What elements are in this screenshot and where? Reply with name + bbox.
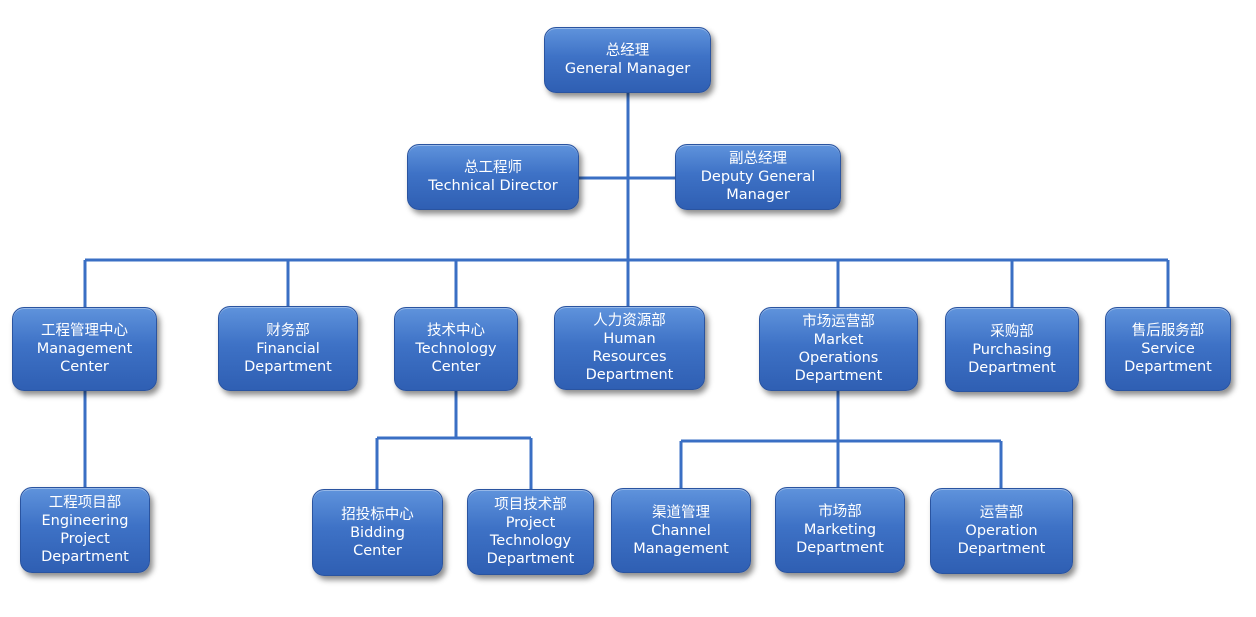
node-label-en: General Manager xyxy=(564,61,691,77)
node-label-en: Engineering xyxy=(41,513,129,529)
node-label-en: Bidding xyxy=(350,524,405,541)
node-label-zh: 技术中心 xyxy=(427,323,485,339)
node-label-en: Service xyxy=(1141,341,1195,357)
node-market-operations-department[interactable]: 市场运营部 Market Operations Department xyxy=(759,307,918,391)
node-operation-department[interactable]: 运营部 Operation Department xyxy=(930,488,1073,574)
node-project-technology-department[interactable]: 项目技术部 Project Technology Department xyxy=(467,489,594,575)
node-label-en: Project xyxy=(505,515,556,531)
node-management-center[interactable]: 工程管理中心 Management Center xyxy=(12,307,157,391)
node-label-zh: 招投标中心 xyxy=(341,506,414,523)
node-label-zh: 总工程师 xyxy=(464,160,522,176)
node-label-en: Center xyxy=(60,359,109,375)
node-label-en: Management xyxy=(36,341,133,357)
node-technical-director[interactable]: 总工程师 Technical Director xyxy=(407,144,579,210)
node-label-zh: 售后服务部 xyxy=(1131,323,1205,339)
node-deputy-general-manager[interactable]: 副总经理 Deputy General Manager xyxy=(675,144,841,210)
node-financial-department[interactable]: 财务部 Financial Department xyxy=(218,306,358,391)
node-label-zh: 总经理 xyxy=(605,43,650,59)
node-label-zh: 副总经理 xyxy=(729,151,787,167)
node-label-en: Financial xyxy=(256,340,320,357)
node-label-en: Marketing xyxy=(803,522,877,538)
node-label-zh: 财务部 xyxy=(266,322,310,339)
node-label-zh: 工程项目部 xyxy=(48,495,122,511)
node-label-en: Department xyxy=(794,368,883,384)
node-label-en: Department xyxy=(957,541,1046,557)
node-label-en: Center xyxy=(431,359,481,375)
node-channel-management[interactable]: 渠道管理 Channel Management xyxy=(611,488,751,573)
node-label-en: Deputy General xyxy=(700,169,816,185)
node-label-zh: 运营部 xyxy=(979,505,1024,521)
node-technology-center[interactable]: 技术中心 Technology Center xyxy=(394,307,518,391)
node-label-zh: 项目技术部 xyxy=(494,497,567,513)
node-label-zh: 市场运营部 xyxy=(802,314,875,330)
node-label-en: Operations xyxy=(798,350,879,366)
node-label-en: Operation xyxy=(965,523,1038,539)
node-marketing-department[interactable]: 市场部 Marketing Department xyxy=(775,487,905,573)
node-label-en: Department xyxy=(1124,359,1212,375)
node-human-resources-department[interactable]: 人力资源部 Human Resources Department xyxy=(554,306,705,390)
node-label-zh: 市场部 xyxy=(818,504,862,520)
node-label-zh: 采购部 xyxy=(990,323,1034,340)
node-label-zh: 人力资源部 xyxy=(593,313,666,329)
node-label-en: Management xyxy=(633,540,729,557)
node-engineering-project-department[interactable]: 工程项目部 Engineering Project Department xyxy=(20,487,150,573)
node-label-en: Human xyxy=(603,331,656,347)
node-label-en: Department xyxy=(244,358,332,375)
node-label-en: Channel xyxy=(651,522,711,539)
node-label-en: Technology xyxy=(489,533,572,549)
node-label-en: Center xyxy=(353,542,402,559)
node-label-en: Department xyxy=(585,367,674,383)
node-service-department[interactable]: 售后服务部 Service Department xyxy=(1105,307,1231,391)
node-purchasing-department[interactable]: 采购部 Purchasing Department xyxy=(945,307,1079,392)
node-general-manager[interactable]: 总经理 General Manager xyxy=(544,27,711,93)
node-label-en: Project xyxy=(60,531,110,547)
node-label-en: Department xyxy=(486,551,575,567)
node-label-en: Technology xyxy=(415,341,497,357)
node-label-en: Purchasing xyxy=(972,341,1052,358)
node-label-en: Department xyxy=(968,359,1056,376)
node-label-en: Manager xyxy=(726,187,790,203)
node-label-en: Department xyxy=(41,549,129,565)
node-label-zh: 渠道管理 xyxy=(652,504,710,521)
node-label-en: Technical Director xyxy=(428,178,558,194)
node-label-en: Market xyxy=(813,332,864,348)
node-bidding-center[interactable]: 招投标中心 Bidding Center xyxy=(312,489,443,576)
node-label-en: Resources xyxy=(592,349,667,365)
node-label-zh: 工程管理中心 xyxy=(41,323,128,339)
node-label-en: Department xyxy=(796,540,884,556)
